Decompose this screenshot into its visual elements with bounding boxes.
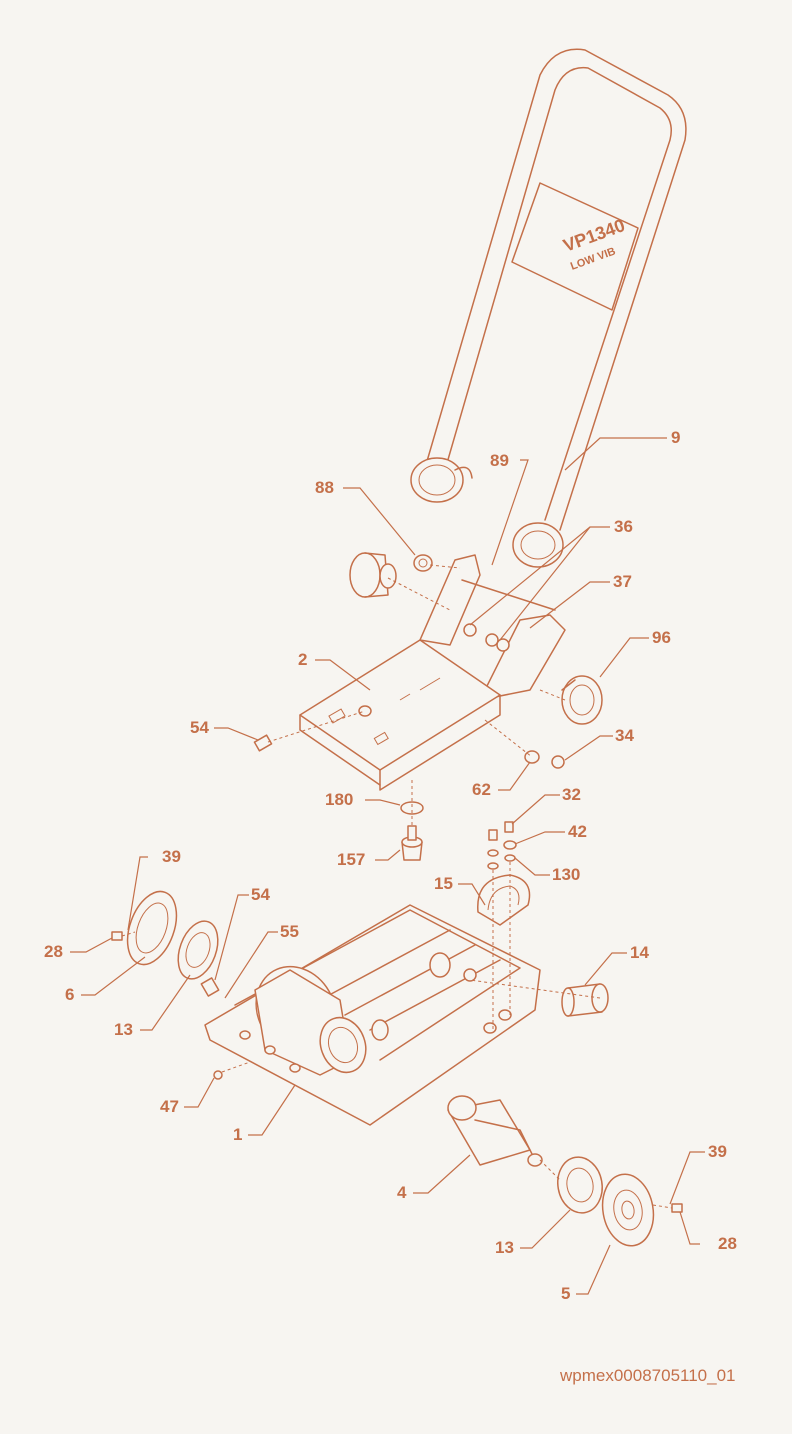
callout-1: 1	[233, 1125, 243, 1144]
callout-9: 9	[671, 428, 681, 447]
callout-6: 6	[65, 985, 75, 1004]
handle-part-9: VP1340 LOW VIB	[410, 48, 687, 568]
screw-part-55	[200, 977, 220, 997]
callout-15: 15	[434, 874, 453, 893]
callout-54-upper: 54	[190, 718, 209, 737]
lifting-eye-part-15	[477, 874, 531, 926]
callout-62: 62	[472, 780, 491, 799]
callout-13-left: 13	[114, 1020, 133, 1039]
bottom-plate-part-1	[204, 904, 541, 1126]
screw-part-28-left	[111, 931, 123, 941]
callout-2: 2	[298, 650, 308, 669]
callout-28-left: 28	[44, 942, 63, 961]
callout-32: 32	[562, 785, 581, 804]
callout-39-right: 39	[708, 1142, 727, 1161]
washer-part-62	[524, 750, 540, 764]
leader-lines	[70, 437, 705, 1295]
callout-47: 47	[160, 1097, 179, 1116]
callout-96: 96	[652, 628, 671, 647]
callout-34: 34	[615, 726, 634, 745]
callout-39-left: 39	[162, 847, 181, 866]
nut-part-88	[413, 554, 433, 572]
callout-28-right: 28	[718, 1234, 737, 1253]
callout-157: 157	[337, 850, 366, 869]
bolt-part-34	[551, 755, 565, 769]
screw-part-28-right	[671, 1203, 683, 1213]
eccentric-shaft-part-4	[447, 1095, 543, 1167]
handle-bracket	[419, 554, 566, 701]
cover-part-5	[601, 1173, 655, 1247]
bolt-part-47	[213, 1070, 223, 1080]
callout-13-right: 13	[495, 1238, 514, 1257]
callout-55: 55	[280, 922, 299, 941]
callout-130: 130	[552, 865, 581, 884]
callout-54-lower: 54	[251, 885, 270, 904]
washer-part-180	[400, 801, 424, 815]
cover-part-6	[126, 890, 178, 966]
base-plate-part-2	[299, 639, 501, 791]
bearing-part-13-right	[557, 1156, 603, 1214]
bolts-part-32	[487, 821, 517, 870]
drawing-reference-code: wpmex0008705110_01	[560, 1366, 736, 1385]
bearing-part-13-left	[177, 920, 219, 980]
callout-36: 36	[614, 517, 633, 536]
assembly-dash-lines	[121, 564, 673, 1209]
weight-part-14	[561, 983, 609, 1017]
bolt-part-54-upper	[253, 734, 273, 752]
callout-37: 37	[613, 572, 632, 591]
callout-14: 14	[630, 943, 649, 962]
callout-88: 88	[315, 478, 334, 497]
callout-89: 89	[490, 451, 509, 470]
callout-180: 180	[325, 790, 354, 809]
callout-42: 42	[568, 822, 587, 841]
callout-4: 4	[397, 1183, 407, 1202]
bushing-part-96	[561, 675, 603, 725]
callout-5: 5	[561, 1284, 571, 1303]
rubber-mount-left	[349, 552, 397, 598]
rubber-buffer-part-157	[401, 825, 423, 861]
